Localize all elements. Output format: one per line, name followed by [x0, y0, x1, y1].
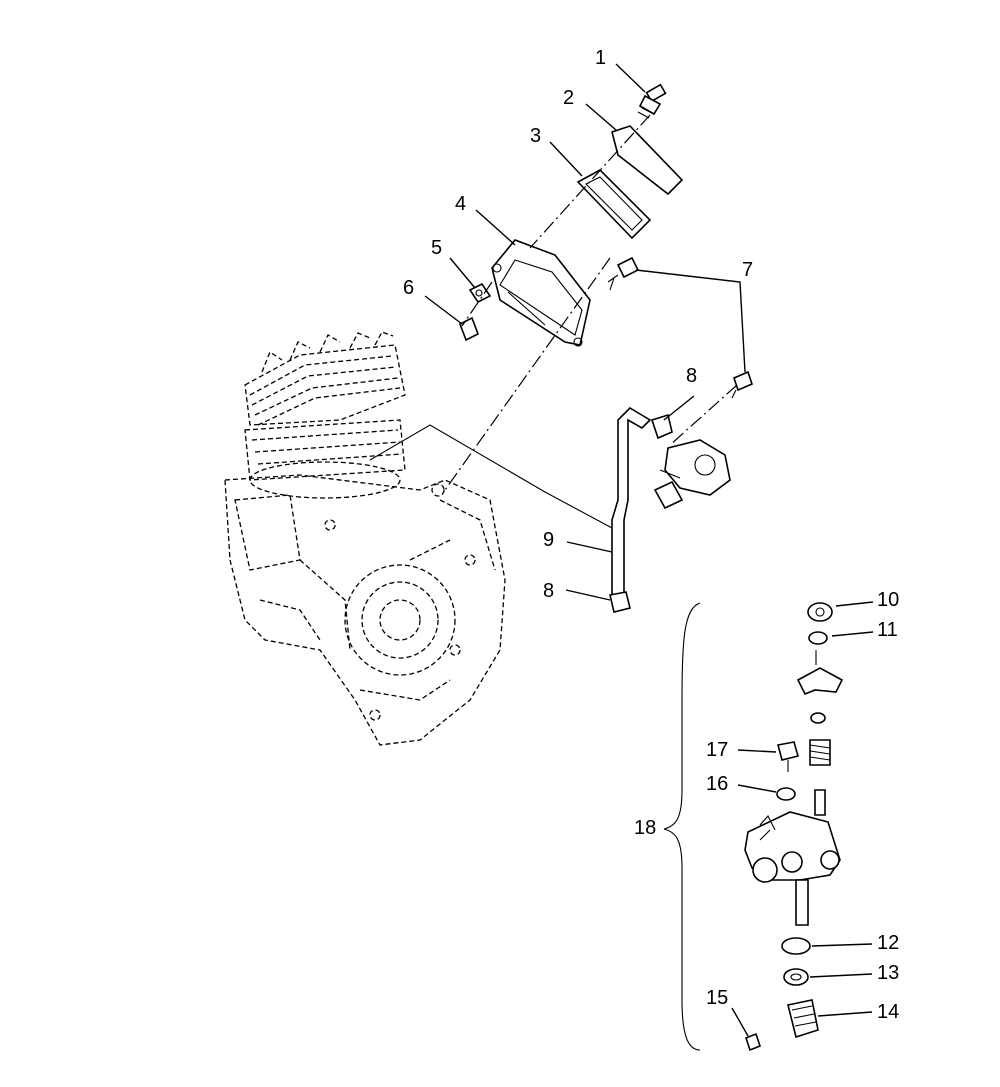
- callout-13: 13: [877, 962, 900, 984]
- callout-11: 11: [877, 619, 898, 641]
- callout-15: 15: [706, 987, 729, 1009]
- callout-4: 4: [455, 193, 467, 215]
- callout-2: 2: [563, 87, 575, 109]
- cap-part-10: [807, 602, 833, 622]
- washer-part-13: [783, 968, 809, 986]
- callout-5: 5: [431, 237, 443, 259]
- callout-10: 10: [877, 589, 900, 611]
- cam-lever: [796, 650, 844, 696]
- gear-part-14: [787, 999, 819, 1039]
- callout-17: 17: [706, 739, 729, 761]
- clamp-part-8-upper: [650, 413, 673, 440]
- callout-8-lower: 8: [543, 580, 555, 602]
- callout-3: 3: [530, 125, 542, 147]
- cylinder-head-fins: [244, 331, 406, 426]
- crankcase: [224, 474, 506, 746]
- screw-part-7-lower: [731, 370, 753, 399]
- oil-pump-mounted: [653, 439, 731, 510]
- callout-12: 12: [877, 932, 900, 954]
- group-18-bracket: [663, 602, 701, 1051]
- nut-part-5: [468, 282, 492, 304]
- callout-16: 16: [706, 773, 729, 795]
- hose-part-9: [611, 406, 652, 601]
- cover-part-4: [491, 239, 591, 347]
- leader-lines: [424, 63, 874, 1037]
- callout-9: 9: [543, 529, 555, 551]
- bolt-part-1: [637, 83, 667, 119]
- small-washer: [810, 712, 826, 724]
- screw-part-17: [777, 741, 799, 772]
- callout-6: 6: [403, 277, 415, 299]
- screw-part-7-upper: [607, 256, 640, 291]
- engine-block: [224, 331, 506, 746]
- clamp-part-8-lower: [609, 591, 631, 613]
- washer-part-11: [808, 631, 828, 645]
- callout-1: 1: [595, 47, 607, 69]
- plate-part-2: [611, 125, 684, 196]
- o-ring-part-12: [781, 937, 811, 955]
- pump-body-part-18: [744, 789, 841, 926]
- gasket-part-3: [576, 169, 652, 240]
- spring: [809, 739, 831, 766]
- sleeve-part-6: [458, 316, 480, 342]
- callout-8-upper: 8: [686, 365, 698, 387]
- callout-18: 18: [634, 817, 657, 839]
- callout-14: 14: [877, 1001, 900, 1023]
- washer-part-16: [776, 787, 796, 801]
- reference-line: [369, 424, 613, 529]
- pin-part-15: [745, 1032, 761, 1052]
- callout-7: 7: [742, 259, 754, 281]
- cylinder-body: [244, 419, 406, 499]
- assembly-centerlines: [444, 114, 738, 491]
